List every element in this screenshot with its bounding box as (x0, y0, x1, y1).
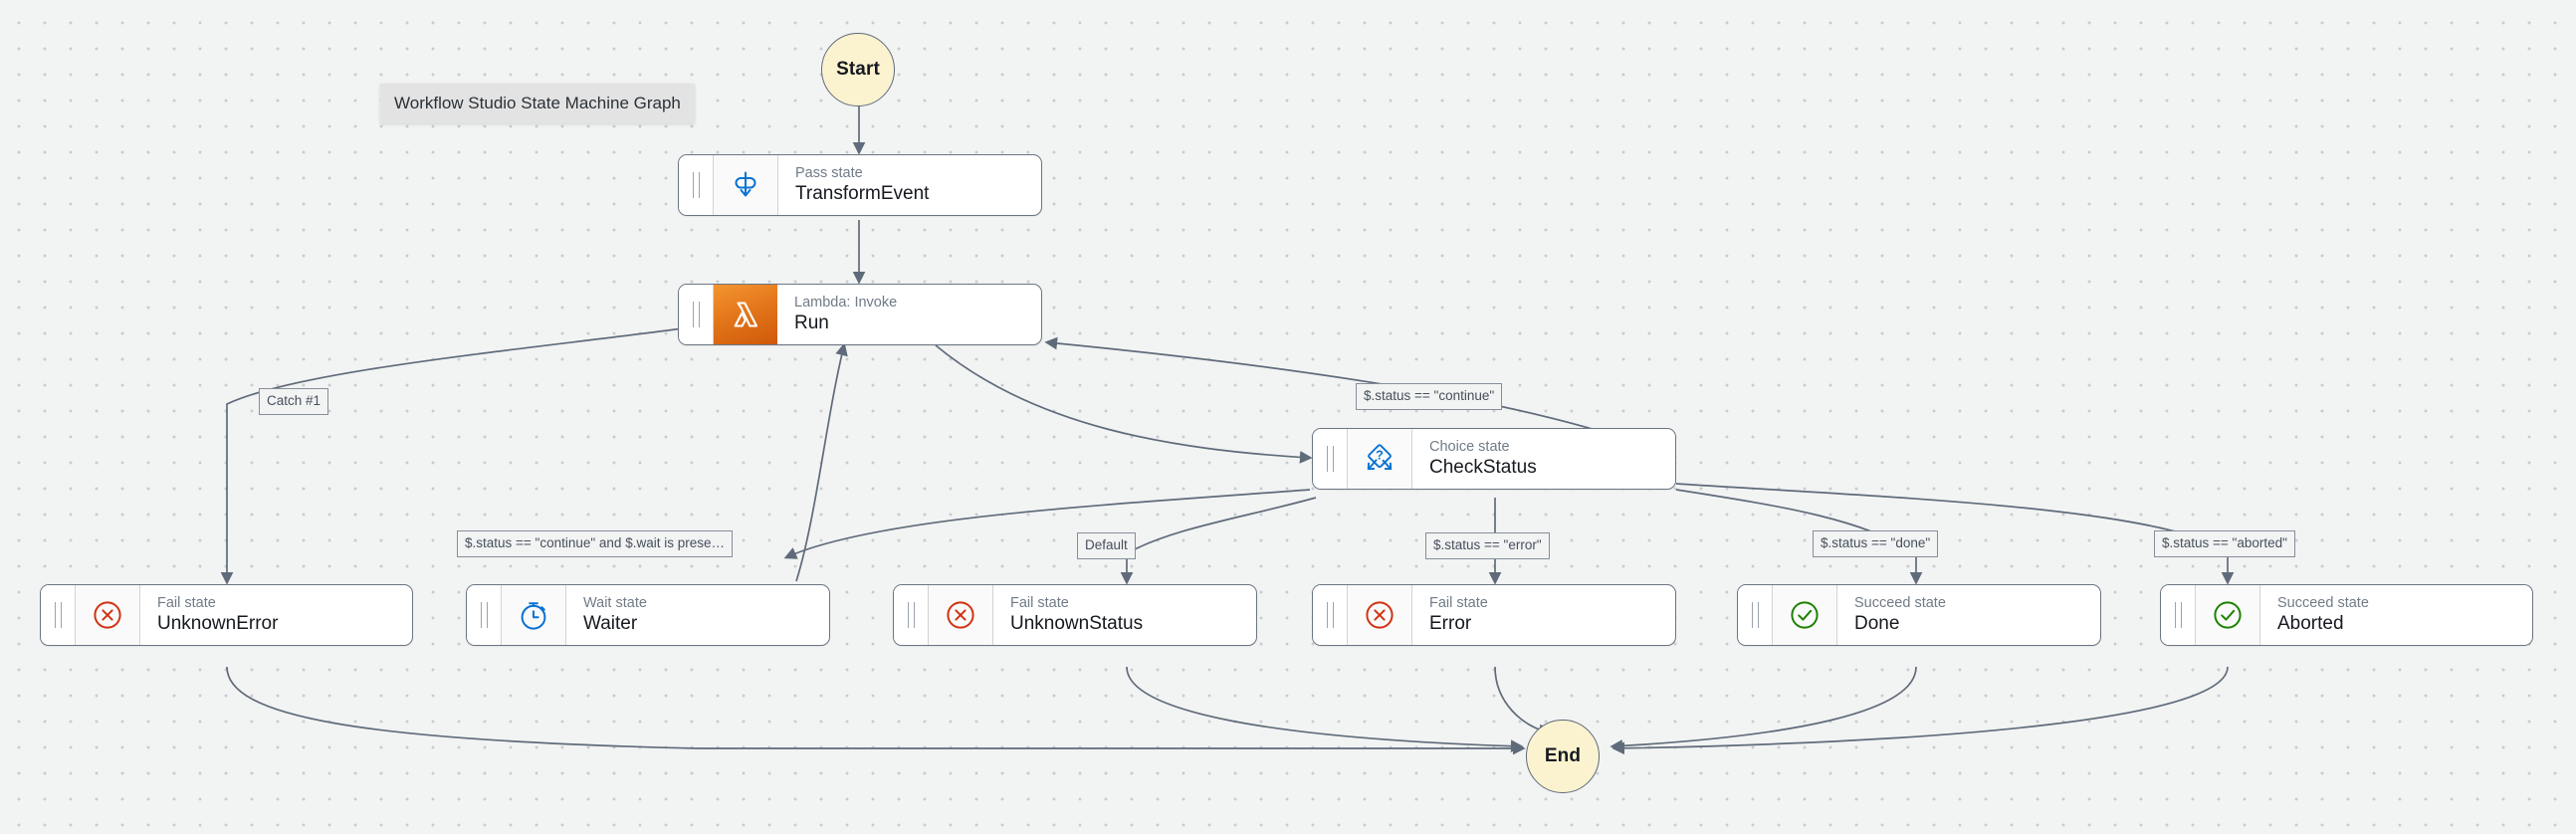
edge-run-to-checkstatus (935, 344, 1313, 464)
edge-done-to-end (1610, 666, 1917, 752)
state-node-error[interactable]: Fail state Error (1312, 584, 1676, 646)
state-kind-label: Succeed state (1854, 595, 1946, 612)
state-name-label: Waiter (583, 613, 638, 635)
choice-state-icon: ? (1348, 429, 1412, 489)
drag-handle-icon[interactable] (1313, 429, 1348, 489)
drag-handle-icon[interactable] (1313, 585, 1348, 645)
edge-checkstatus-to-aborted (1675, 483, 2235, 585)
edge-aborted-to-end (1611, 666, 2229, 755)
edge-waiter-to-run (795, 342, 848, 582)
state-kind-label: Succeed state (2277, 595, 2369, 612)
succeed-state-icon (1773, 585, 1837, 645)
state-kind-label: Choice state (1429, 439, 1510, 456)
state-node-aborted[interactable]: Succeed state Aborted (2160, 584, 2533, 646)
pass-state-icon (714, 155, 778, 215)
drag-handle-icon[interactable] (679, 155, 714, 215)
state-node-done[interactable]: Succeed state Done (1737, 584, 2101, 646)
drag-handle-icon[interactable] (894, 585, 929, 645)
state-kind-label: Fail state (157, 595, 216, 612)
start-node-label: Start (836, 59, 880, 80)
state-name-label: TransformEvent (795, 183, 930, 205)
state-name-label: UnknownStatus (1010, 613, 1144, 635)
state-kind-label: Fail state (1429, 595, 1488, 612)
state-node-waiter[interactable]: Wait state Waiter (466, 584, 830, 646)
state-node-checkstatus[interactable]: ? Choice state CheckStatus (1312, 428, 1676, 490)
edge-label-continue[interactable]: $.status == "continue" (1356, 383, 1503, 410)
fail-state-icon (76, 585, 140, 645)
state-kind-label: Lambda: Invoke (794, 295, 898, 312)
drag-handle-icon[interactable] (41, 585, 76, 645)
edge-checkstatus-default-to-unknownstatus (1120, 497, 1317, 585)
state-name-label: Run (794, 313, 829, 334)
edge-label-status-error[interactable]: $.status == "error" (1425, 532, 1550, 559)
drag-handle-icon[interactable] (679, 285, 714, 344)
edge-unknownstatus-to-end (1126, 666, 1524, 753)
end-node-label: End (1544, 745, 1582, 766)
state-name-label: Error (1429, 613, 1472, 635)
state-kind-label: Pass state (795, 165, 863, 182)
edge-label-status-done[interactable]: $.status == "done" (1813, 530, 1939, 557)
succeed-state-icon (2196, 585, 2260, 645)
drag-handle-icon[interactable] (467, 585, 502, 645)
edge-label-continue-and-wait[interactable]: $.status == "continue" and $.wait is pre… (457, 530, 733, 557)
fail-state-icon (1348, 585, 1412, 645)
edge-error-to-end (1494, 666, 1552, 736)
drag-handle-icon[interactable] (1738, 585, 1773, 645)
state-name-label: UnknownError (157, 613, 279, 635)
edge-unknownerror-to-end (226, 666, 1526, 755)
edge-label-status-aborted[interactable]: $.status == "aborted" (2154, 530, 2295, 557)
state-node-run[interactable]: Lambda: Invoke Run (678, 284, 1042, 345)
fail-state-icon (929, 585, 993, 645)
state-node-transformevent[interactable]: Pass state TransformEvent (678, 154, 1042, 216)
lambda-icon (714, 285, 777, 344)
state-name-label: Done (1854, 613, 1900, 635)
svg-text:?: ? (1376, 448, 1384, 462)
drag-handle-icon[interactable] (2161, 585, 2196, 645)
state-name-label: CheckStatus (1429, 457, 1537, 479)
end-node[interactable]: End (1526, 720, 1600, 793)
state-kind-label: Wait state (583, 595, 647, 612)
state-kind-label: Fail state (1010, 595, 1069, 612)
state-node-unknownstatus[interactable]: Fail state UnknownStatus (893, 584, 1257, 646)
edge-label-catch-1[interactable]: Catch #1 (259, 388, 329, 415)
state-node-unknownerror[interactable]: Fail state UnknownError (40, 584, 413, 646)
wait-state-icon (502, 585, 566, 645)
start-node[interactable]: Start (821, 33, 895, 106)
edge-checkstatus-to-waiter (783, 489, 1311, 559)
graph-title-chip: Workflow Studio State Machine Graph (380, 84, 695, 123)
state-name-label: Aborted (2277, 613, 2344, 635)
edge-label-default[interactable]: Default (1077, 532, 1136, 559)
